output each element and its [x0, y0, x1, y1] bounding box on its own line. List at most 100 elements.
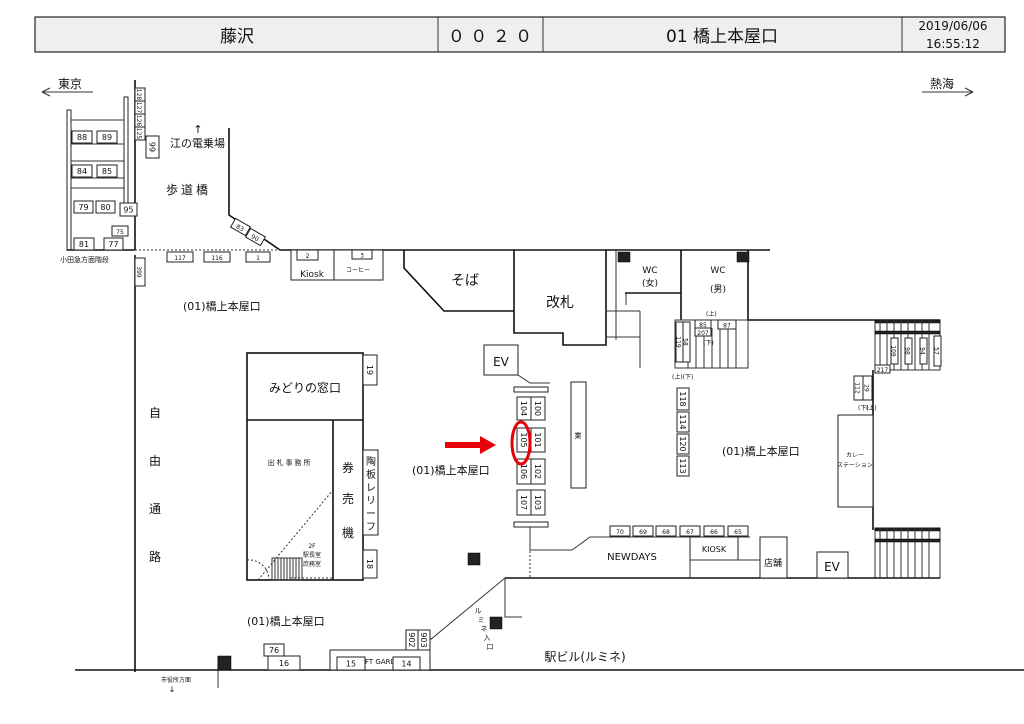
shop: [759, 536, 788, 579]
enoden-label: 江の電乗場: [170, 137, 225, 150]
locker: 2: [296, 249, 319, 261]
locker: 103: [530, 489, 546, 516]
locker-number: 94: [919, 347, 926, 355]
svg-text:EV: EV: [493, 355, 510, 369]
svg-text:ステーション: ステーション: [837, 462, 873, 469]
locker-number: 98: [904, 347, 911, 355]
locker-number: 85: [699, 322, 707, 329]
locker-number: 2: [306, 253, 310, 260]
pillar: [736, 251, 750, 263]
locker: 120: [676, 433, 690, 455]
locker-number: 399: [135, 266, 142, 278]
svg-text:陶: 陶: [366, 455, 376, 468]
stair-right-bottom: [874, 527, 941, 579]
locker-number: 1: [256, 255, 260, 262]
locker-number: 102: [533, 464, 542, 479]
newdays-label: NEWDAYS: [607, 552, 657, 563]
locker-number: 15: [346, 660, 356, 669]
locker-number: 83: [235, 223, 245, 233]
locker: 87: [717, 319, 737, 330]
svg-text:リ: リ: [366, 496, 376, 507]
locker: 19: [362, 354, 378, 386]
locker: 66: [703, 525, 725, 537]
locker-number: 116: [211, 255, 223, 262]
direction-tokyo: 東京: [41, 77, 93, 97]
locker: 70: [609, 525, 631, 537]
locker: 117: [166, 251, 194, 263]
stair-right-top: [874, 319, 941, 371]
locker-number: 87: [723, 323, 731, 330]
svg-text:路: 路: [149, 549, 161, 564]
locker: 107: [516, 489, 532, 516]
locker: 399: [134, 257, 146, 287]
locker: 112: [853, 375, 864, 401]
locker-number: 107: [519, 495, 528, 510]
exit-label-1: (01)橋上本屋口: [183, 299, 261, 313]
svg-text:由: 由: [149, 454, 161, 468]
svg-text:(女): (女): [642, 277, 658, 289]
ticket-machine-label: 券: [342, 460, 354, 475]
kiosk-top-label: Kiosk: [300, 270, 325, 280]
locker-number: 119: [675, 336, 682, 348]
locker-number: 58: [682, 338, 689, 346]
svg-text:(下): (下): [858, 405, 869, 412]
svg-text:(上)(下): (上)(下): [672, 373, 693, 381]
svg-text:売: 売: [342, 491, 354, 506]
header-bar: 藤沢 ０ ０ ２ ０ 01 橋上本屋口 2019/06/06 16:55:12: [34, 16, 1006, 53]
svg-text:入: 入: [484, 634, 491, 642]
svg-text:業: 業: [575, 431, 582, 440]
exit-name: 01 橋上本屋口: [666, 27, 778, 47]
locker: 1: [245, 251, 271, 263]
exit-label-4: (01)橋上本屋口: [722, 444, 800, 458]
locker-number: 101: [533, 432, 542, 447]
locker: 77: [103, 237, 124, 251]
locker-number: 903: [419, 632, 428, 647]
arrow-right-icon: [922, 87, 974, 97]
ceramic-relief: [362, 449, 379, 536]
locker-number: 118: [678, 391, 687, 406]
locker: 125: [134, 126, 146, 141]
arrow-up-icon: ↑: [193, 123, 202, 136]
locker-number: 103: [533, 495, 542, 510]
locker-number: 90: [250, 233, 260, 243]
locker: 16: [267, 655, 301, 671]
locker: 94: [919, 337, 928, 365]
locker-number: 120: [678, 436, 687, 451]
city-hall-direction: 市役所方面: [161, 676, 191, 684]
locker-number: 80: [100, 203, 110, 212]
coffee-label: コーヒー: [346, 267, 370, 274]
locker-number: 100: [533, 401, 542, 416]
free-passage-label: 自 由 通 路: [149, 406, 161, 564]
locker-number: 84: [77, 167, 87, 176]
locker: 217: [874, 364, 891, 374]
svg-text:ミ: ミ: [478, 616, 485, 624]
arrow-head-icon: [480, 436, 496, 454]
locker: 90: [244, 227, 267, 247]
svg-text:板: 板: [366, 468, 376, 481]
station-building-label: 駅ビル(ルミネ): [544, 650, 625, 664]
locker-number: 67: [686, 529, 694, 536]
arrow-left-icon: [41, 87, 93, 97]
svg-text:(上): (上): [866, 404, 877, 412]
odakyu-stairs-label: 小田急方面階段: [60, 255, 109, 264]
office-label: 出札事務所: [268, 458, 313, 467]
locker-number: 126: [135, 115, 142, 127]
locker: 104: [516, 396, 532, 421]
svg-text:(男): (男): [710, 284, 726, 295]
locker: 29: [862, 375, 873, 401]
locker: 14: [392, 656, 421, 671]
locker-number: 79: [78, 203, 88, 212]
svg-text:自: 自: [149, 406, 161, 420]
locker: 101: [530, 427, 546, 453]
locker: 57: [933, 335, 942, 367]
direction-atami: 熱海: [922, 76, 974, 97]
wc-men-label: WC: [710, 266, 725, 276]
locker-number: 117: [174, 255, 186, 262]
locker: 84: [71, 164, 93, 178]
direction-tokyo-label: 東京: [58, 77, 82, 91]
locker-number: 76: [269, 646, 279, 655]
locker-number: 128: [135, 89, 142, 101]
locker: 85: [96, 164, 118, 178]
